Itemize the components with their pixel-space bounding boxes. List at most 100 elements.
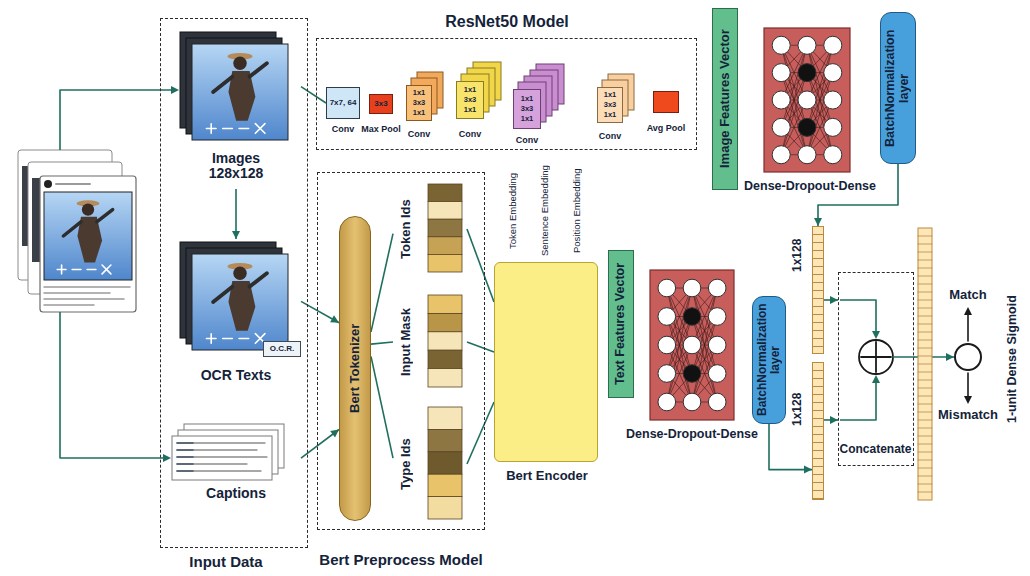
neuron-link (807, 73, 833, 100)
connector-line (824, 419, 838, 421)
id-cell (428, 202, 462, 220)
caption-paper (184, 424, 284, 468)
neuron-link (781, 73, 807, 128)
token-embedding-cell (502, 357, 524, 368)
pool-layer: Avg Pool (653, 91, 679, 113)
concat-box: Concatenate (838, 272, 914, 466)
output-label: Match (944, 286, 992, 304)
photo-mark (210, 334, 212, 344)
neuron (658, 279, 676, 297)
neuron-link (781, 45, 807, 127)
flow-arrow-head (163, 454, 171, 462)
node-label: 1x1 (407, 108, 431, 118)
node-label: Bert Preprocess Model (304, 549, 498, 571)
plus-mark (529, 273, 530, 278)
token-embedding-cell (502, 314, 524, 325)
photo-mark (255, 124, 265, 134)
plus-mark (561, 346, 562, 351)
connector-line (301, 87, 326, 103)
neuron-link (781, 72, 807, 73)
neuron-link (692, 288, 717, 345)
neuron-link (692, 316, 717, 317)
connector-line (914, 356, 954, 358)
neuron-link (667, 317, 692, 403)
connector (769, 424, 812, 474)
vector-cell-line (918, 284, 932, 285)
connector (371, 234, 393, 332)
input-group: Input DataImages 128x128OCR TextsO.C.R.C… (160, 18, 308, 548)
node-label: 1x1 (457, 105, 483, 115)
node-label: Position Embedding (569, 163, 585, 259)
flow-line (60, 312, 164, 458)
plus-mark (559, 319, 564, 320)
statue-head (82, 203, 94, 215)
neuron-link (807, 45, 833, 46)
neuron-link (692, 288, 717, 317)
connector-line (371, 356, 393, 458)
photo-frame (44, 192, 132, 280)
vector-cell-line (918, 260, 932, 261)
statue-hat (77, 200, 100, 206)
neuron-link (692, 288, 717, 402)
node-label: 3x3 (370, 95, 392, 113)
concat-arrow-head (872, 331, 880, 339)
neuron (824, 36, 842, 54)
conv-slice (467, 68, 495, 106)
plus-mark (527, 319, 532, 320)
vector-cell-line (918, 452, 932, 453)
photo-back-detail (190, 295, 267, 324)
neuron-link (667, 317, 692, 346)
neuron (658, 393, 676, 411)
plus-mark (527, 304, 532, 305)
photo-mark (57, 269, 66, 271)
output-arrow-head (964, 307, 972, 315)
neuron (824, 118, 842, 136)
vector-cell-line (918, 316, 932, 317)
plus-mark (529, 418, 530, 423)
conv-slice (602, 80, 628, 116)
neuron-link (807, 45, 833, 100)
plus-mark (561, 360, 562, 365)
connector-head (804, 466, 812, 474)
neuron-link (667, 317, 692, 403)
photo-mark (210, 124, 212, 134)
vector-cell-line (918, 292, 932, 293)
node-label: Max Pool (356, 123, 406, 137)
sentence-embedding-cell (534, 415, 556, 426)
neuron-link (807, 45, 833, 154)
neuron-link (807, 45, 833, 72)
connector (371, 342, 393, 344)
plus-mark (529, 331, 530, 336)
plus-mark (529, 375, 530, 380)
neuron-link (781, 100, 807, 127)
id-cell (428, 313, 462, 331)
id-cell (428, 407, 462, 429)
caption-line (177, 449, 257, 450)
plus-mark (561, 317, 562, 322)
post-text-line (44, 286, 130, 288)
statue-body (77, 217, 102, 263)
neuron (798, 91, 816, 109)
statue-arm (250, 273, 267, 286)
dropped-neuron (798, 64, 816, 82)
neuron (683, 393, 701, 411)
photo-frame (192, 254, 288, 350)
connector (467, 342, 494, 352)
id-column: Type Ids (393, 406, 467, 522)
id-cell (428, 429, 462, 451)
plus-mark (559, 406, 564, 407)
neuron-link (807, 73, 833, 155)
neuron-link (781, 73, 807, 155)
plus-mark (559, 420, 564, 421)
connector-head (330, 430, 339, 438)
token-embedding-cell (502, 270, 524, 281)
neuron-link (667, 374, 692, 403)
neuron-link (781, 45, 807, 127)
node-label: 7x7, 64 (327, 88, 359, 118)
neuron-link (781, 127, 807, 154)
neuron-link (781, 154, 807, 155)
flow-arrow-head (171, 86, 179, 94)
token-embedding-cell (502, 430, 524, 441)
node-label: 1x1 (514, 114, 540, 124)
